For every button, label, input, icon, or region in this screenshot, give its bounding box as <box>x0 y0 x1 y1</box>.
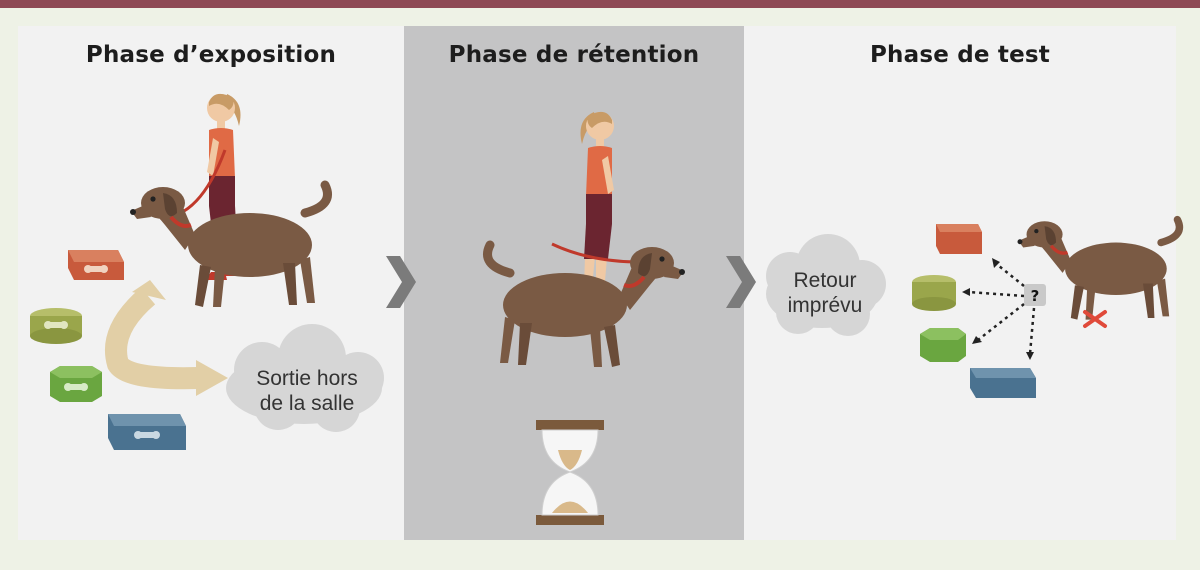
question-icon: ? <box>1024 284 1046 306</box>
cloud-return-line2: imprévu <box>787 294 863 317</box>
dotted-arrows <box>967 261 1036 355</box>
cross-icon <box>1083 310 1107 328</box>
box-orange-icon <box>68 250 124 280</box>
title-retention: Phase de rétention <box>448 42 700 68</box>
cloud-return-line1: Retour <box>793 269 857 292</box>
cloud-exit-text: Sortie hors de la salle <box>232 366 382 416</box>
dotted-arrowheads <box>962 258 1034 360</box>
box-olive-icon <box>912 275 956 311</box>
cloud-exit-line2: de la salle <box>259 392 355 415</box>
question-mark: ? <box>1031 287 1040 305</box>
top-rule <box>0 0 1200 8</box>
box-blue-icon <box>970 368 1036 398</box>
hourglass-icon <box>536 420 604 525</box>
box-blue-icon <box>108 414 186 450</box>
box-olive-icon <box>30 308 82 344</box>
title-exposition: Phase d’exposition <box>85 42 337 68</box>
cloud-exit-line1: Sortie hors <box>256 367 358 390</box>
chevron-right-icon <box>386 256 416 308</box>
woman-figure-retention <box>580 111 616 298</box>
box-green-icon <box>50 366 102 402</box>
cloud-return-text: Retour imprévu <box>770 268 880 318</box>
box-orange-icon <box>936 224 982 254</box>
title-test: Phase de test <box>870 42 1050 68</box>
chevron-right-icon <box>726 256 756 308</box>
curved-arrow-icon <box>105 280 228 396</box>
cloud-exit <box>226 324 384 432</box>
cloud-return <box>766 234 886 336</box>
box-green-icon <box>920 328 966 362</box>
